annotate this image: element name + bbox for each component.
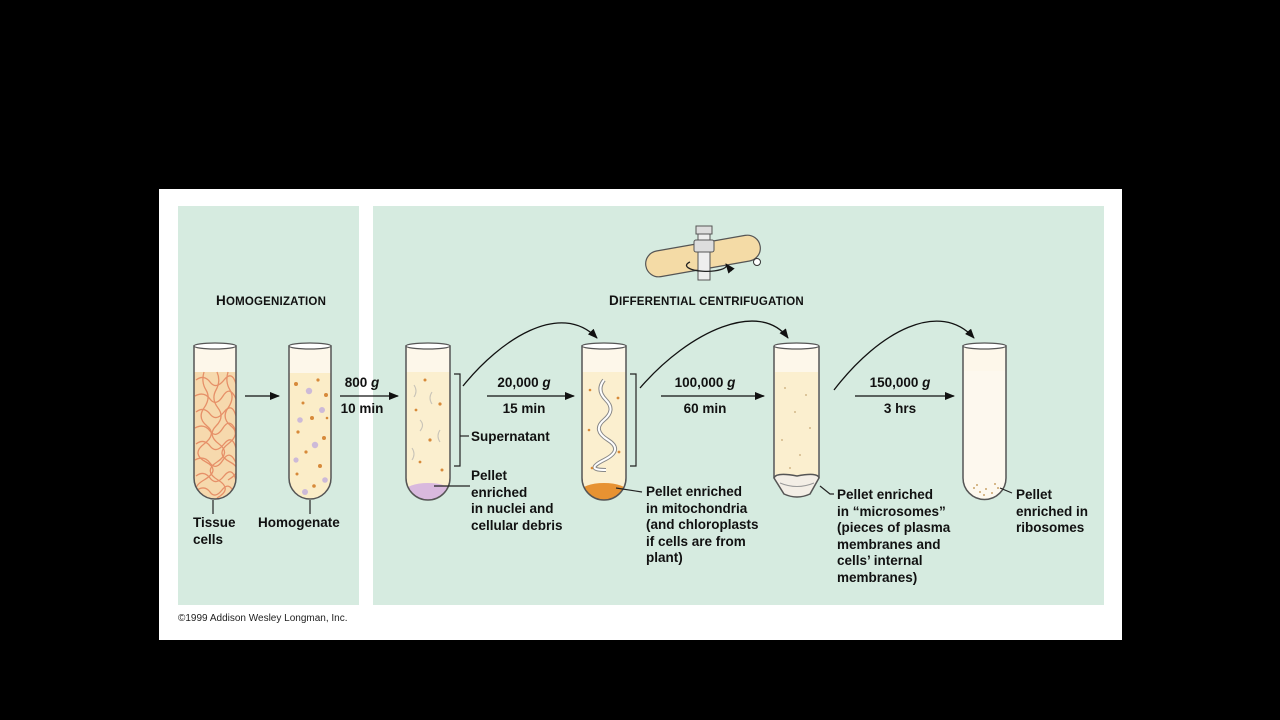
step-1-force: 800 g <box>344 375 380 390</box>
microsomes-pellet-label: Pellet enriched in “microsomes” (pieces … <box>837 487 951 585</box>
ribosomes-pellet-label: Pellet enriched in ribosomes <box>1016 487 1089 535</box>
step-1-time: 10 min <box>340 401 384 416</box>
supernatant-transfer-arrow-2 <box>639 320 789 389</box>
homogenate-tube <box>288 342 332 500</box>
step-3-time: 60 min <box>683 401 727 416</box>
step-2-force: 20,000 g <box>497 375 551 390</box>
mitochondria-pellet-label: Pellet enriched in mitochondria (and chl… <box>646 484 759 565</box>
tissue-cells-tube <box>193 342 237 500</box>
nuclei-pellet-tube <box>405 342 451 501</box>
step-2-time: 15 min <box>502 401 546 416</box>
homogenization-heading: Homogenization <box>216 293 327 308</box>
mitochondria-pellet-tube <box>581 342 627 501</box>
homogenate-label: Homogenate <box>258 515 340 530</box>
centrifuge-rotor-icon <box>645 225 761 281</box>
supernatant-bracket <box>454 373 461 467</box>
microsomes-leader <box>819 485 834 495</box>
mito-bracket <box>630 373 637 467</box>
differential-centrifugation-heading: Differential Centrifugation <box>609 293 804 308</box>
microsomes-pellet-tube <box>773 342 820 498</box>
step-3-force: 100,000 g <box>674 375 736 390</box>
nuclei-pellet-label: Pellet enriched in nuclei and cellular d… <box>471 468 563 533</box>
step-4-time: 3 hrs <box>883 401 917 416</box>
supernatant-transfer-arrow-3 <box>833 320 975 391</box>
copyright-notice: ©1999 Addison Wesley Longman, Inc. <box>178 613 348 624</box>
ribosomes-leader <box>999 487 1013 494</box>
step-4-force: 150,000 g <box>869 375 931 390</box>
supernatant-transfer-arrow-1 <box>462 322 598 387</box>
ribosomes-pellet-tube <box>962 342 1007 501</box>
tissue-cells-label: Tissue cells <box>193 515 236 547</box>
supernatant-label: Supernatant <box>471 429 550 444</box>
mito-pellet-leader <box>615 487 643 493</box>
